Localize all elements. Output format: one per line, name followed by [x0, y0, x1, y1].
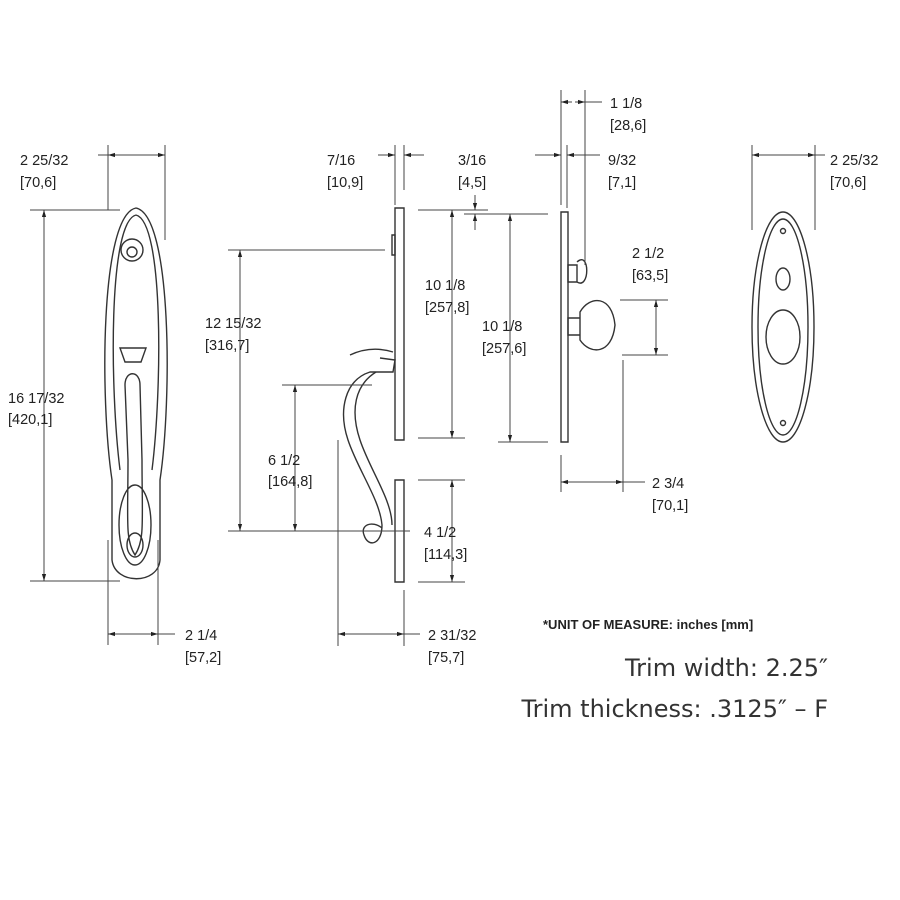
dim-grip-span-in: 6 1/2 [268, 453, 300, 469]
dim-lower-plate-mm: [114,3] [424, 547, 467, 563]
interior-dimension-lines [535, 90, 668, 492]
dim-knob-diameter-in: 2 1/2 [632, 246, 664, 262]
thumbturn-hole-icon [775, 267, 791, 291]
dim-inside-plate-depth-mm: [7,1] [608, 175, 636, 191]
interior-escutcheon-view [751, 145, 825, 443]
dim-handle-projection-mm: [75,7] [428, 650, 464, 666]
side-dimension-lines [228, 145, 548, 646]
dim-front-width-in: 2 25/32 [20, 153, 68, 169]
dim-upper-plate-a-in: 10 1/8 [425, 278, 465, 294]
dim-grip-span-mm: [164,8] [268, 474, 312, 490]
dim-handle-width-mm: [57,2] [185, 650, 221, 666]
dim-handle-projection-in: 2 31/32 [428, 628, 476, 644]
dim-inside-width-in: 2 25/32 [830, 153, 878, 169]
dim-handle-span-in: 12 15/32 [205, 316, 261, 332]
side-view-interior [560, 211, 616, 443]
dim-handle-width-in: 2 1/4 [185, 628, 217, 644]
dim-front-height-in: 16 17/32 [8, 391, 64, 407]
dim-side-depth-mm: [10,9] [327, 175, 363, 191]
trim-thickness-note: Trim thickness: .3125″ – F [521, 695, 829, 723]
keyhole-cylinder-icon [120, 238, 144, 262]
dim-knob-projection-in: 2 3/4 [652, 476, 684, 492]
knob-hole-icon [765, 309, 801, 365]
side-view-handleset [342, 207, 405, 583]
front-dimension-lines [30, 145, 175, 645]
dim-inside-width-mm: [70,6] [830, 175, 866, 191]
dim-knob-diameter-mm: [63,5] [632, 268, 668, 284]
dimension-labels: 2 25/32 [70,6] 16 17/32 [420,1] 2 1/4 [5… [8, 96, 878, 666]
dim-lower-plate-in: 4 1/2 [424, 525, 456, 541]
dim-thumbturn-projection-mm: [28,6] [610, 118, 646, 134]
dim-inside-plate-depth-in: 9/32 [608, 153, 636, 169]
dim-thumbturn-projection-in: 1 1/8 [610, 96, 642, 112]
dim-offset-top-mm: [4,5] [458, 175, 486, 191]
dim-upper-plate-b-mm: [257,6] [482, 341, 526, 357]
front-view-handleset [104, 207, 168, 580]
notes: *UNIT OF MEASURE: inches [mm] Trim width… [521, 617, 829, 723]
dim-front-width-mm: [70,6] [20, 175, 56, 191]
dim-upper-plate-a-mm: [257,8] [425, 300, 469, 316]
dim-knob-projection-mm: [70,1] [652, 498, 688, 514]
dim-handle-span-mm: [316,7] [205, 338, 249, 354]
unit-of-measure-note: *UNIT OF MEASURE: inches [mm] [543, 617, 753, 632]
dim-upper-plate-b-in: 10 1/8 [482, 319, 522, 335]
dim-front-height-mm: [420,1] [8, 412, 52, 428]
dim-side-depth-in: 7/16 [327, 153, 355, 169]
thumb-piece-icon [119, 347, 147, 363]
dim-offset-top-in: 3/16 [458, 153, 486, 169]
trim-width-note: Trim width: 2.25″ [624, 654, 828, 682]
